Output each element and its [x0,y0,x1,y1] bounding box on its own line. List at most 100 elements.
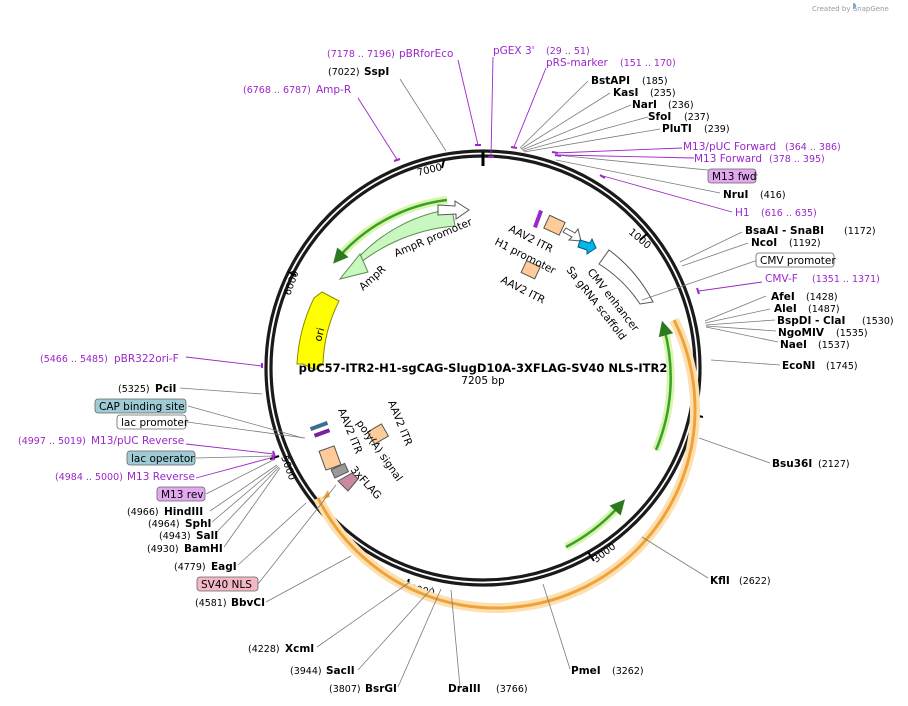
restriction-site[interactable]: (4966)HindIII [127,506,203,518]
primer-label[interactable]: M13 Forward(378 .. 395) [694,153,825,165]
polya-signal-box[interactable] [330,462,350,479]
site-leader-lines [179,78,781,688]
aav2-itr-box[interactable] [520,260,541,280]
site-position: (4228) [248,644,280,655]
site-position: (1428) [806,292,838,303]
restriction-site[interactable]: (4964)SphI [148,518,211,530]
site-name: KasI [613,87,638,99]
plasmid-size: 7205 bp [461,375,505,387]
restriction-site[interactable]: (4943)SalI [159,530,218,542]
restriction-site[interactable]: NarI(236) [632,99,694,111]
feature-box-label: lac promoter [121,417,189,429]
green-feature-arrow-upper[interactable] [654,320,674,451]
primer-label[interactable]: H1(616 .. 635) [735,207,817,219]
site-position: (1192) [789,238,821,249]
feature-box-m13-rev[interactable]: M13 rev [156,486,206,502]
green-feature-arrow-ampr[interactable] [333,198,448,264]
primer-leader-lines [185,56,763,479]
feature-box-cmv-promoter[interactable]: CMV promoter [755,252,836,268]
primer-label[interactable]: (7178 .. 7196)pBRforEco [327,48,453,60]
restriction-site[interactable]: AleI (1487) [774,303,840,315]
primer-label[interactable]: (4997 .. 5019)M13/pUC Reverse [18,435,184,447]
site-position: (1487) [808,304,840,315]
primer-position: (1351 .. 1371) [812,274,880,285]
feature-box-label: M13 fwd [712,171,757,183]
primer-name: pRS-marker [546,57,609,69]
site-name: NcoI [751,237,777,249]
restriction-site[interactable]: NruI(416) [723,189,786,201]
aav2-itr-box[interactable] [543,214,566,236]
restriction-site[interactable]: (4228) XcmI [248,643,314,655]
restriction-site[interactable]: (5325)PciI [118,383,176,395]
restriction-site[interactable]: NaeI(1537) [780,339,850,351]
sa-grna-scaffold-arrow[interactable] [577,237,597,255]
restriction-site[interactable]: BspDI - ClaI(1530) [777,315,894,327]
restriction-site[interactable]: NcoI (1192) [751,237,821,249]
restriction-site[interactable]: BsaAI - SnaBI(1172) [745,225,876,237]
feature-box-label: M13 rev [161,489,204,501]
restriction-site[interactable]: EcoNI(1745) [782,360,858,372]
restriction-site[interactable]: BstAPI(185) [591,75,668,87]
restriction-site[interactable]: (3807)BsrGI [329,683,397,695]
restriction-site[interactable]: KasI(235) [613,87,676,99]
primer-label[interactable]: (29 .. 51) [546,46,590,57]
aav2-itr-box[interactable] [318,445,342,471]
feature-box-m13-fwd[interactable]: M13 fwd [707,168,757,184]
feature-box-sv40-nls[interactable]: SV40 NLS [196,576,259,592]
site-position: (236) [668,100,694,111]
restriction-site[interactable]: SfoI(237) [648,111,710,123]
restriction-site[interactable]: (4930)BamHI [147,543,223,555]
site-name: Bsu36I [772,458,812,470]
restriction-site[interactable]: NgoMIV (1535) [778,327,868,339]
site-name: BspDI - ClaI [777,315,845,327]
3xflag-arrow[interactable] [337,472,359,492]
primer-name: pGEX 3' [493,45,535,57]
primer-label[interactable]: (4984 .. 5000)M13 Reverse [55,471,195,483]
restriction-site[interactable]: PluTI(239) [662,123,730,135]
primer-label[interactable]: (6768 .. 6787)Amp-R [243,84,351,96]
site-name: XcmI [285,643,314,655]
site-position: (1537) [818,340,850,351]
site-name: SspI [364,66,389,78]
feature-box-cap-binding-site[interactable]: CAP binding site [94,398,187,414]
ori-arrow[interactable] [296,291,340,371]
site-name: NgoMIV [778,327,825,339]
primer-position: (364 .. 386) [785,142,841,153]
site-name: EcoNI [782,360,815,372]
site-name: BbvCI [231,597,265,609]
h1-promoter-arrow[interactable] [562,227,582,242]
restriction-site[interactable]: (4581)BbvCI [195,597,265,609]
feature-box-lac-operator[interactable]: lac operator [126,450,196,466]
site-name: KflI [710,575,730,587]
site-position: (3807) [329,684,361,695]
site-name: NruI [723,189,748,201]
restriction-site[interactable]: AfeI(1428) [771,291,838,303]
cmv-enhancer-arrow[interactable] [598,249,654,305]
ampr-promoter-arrow[interactable] [437,200,470,220]
primer-label[interactable]: CMV-F(1351 .. 1371) [765,273,880,285]
restriction-site[interactable]: (3944)SacII [290,665,355,677]
feature-box-lac-promoter[interactable]: lac promoter [116,414,189,430]
site-position: (185) [642,76,668,87]
primer-label[interactable]: pGEX 3' [493,45,535,57]
primer-label[interactable]: M13/pUC Forward (364 .. 386) [683,141,841,153]
restriction-site[interactable]: DraIII(3766) [448,683,528,695]
backbone-outer-ring [264,149,702,587]
green-feature-arrow-lower[interactable] [565,499,625,549]
primer-position: (378 .. 395) [769,154,825,165]
restriction-site[interactable]: (4779)EagI [174,561,237,573]
site-name: AleI [774,303,797,315]
aav2-itr-box[interactable] [366,423,390,445]
restriction-site[interactable]: PmeI(3262) [571,665,644,677]
restriction-site[interactable]: (7022)SspI [328,66,389,78]
restriction-site[interactable]: Bsu36I(2127) [772,458,850,470]
feature-box-label: CAP binding site [99,401,185,413]
restriction-site[interactable]: KflI(2622) [710,575,771,587]
primer-name: M13/pUC Forward [683,141,776,153]
primer-label[interactable]: (5466 .. 5485)pBR322ori-F [40,353,179,365]
site-position: (1535) [836,328,868,339]
tick-label: 1000 [626,227,653,252]
cas9-orf-arc[interactable] [316,319,697,610]
primer-label[interactable]: pRS-marker(151 .. 170) [546,57,676,69]
tick-label: 3000 [591,541,618,565]
